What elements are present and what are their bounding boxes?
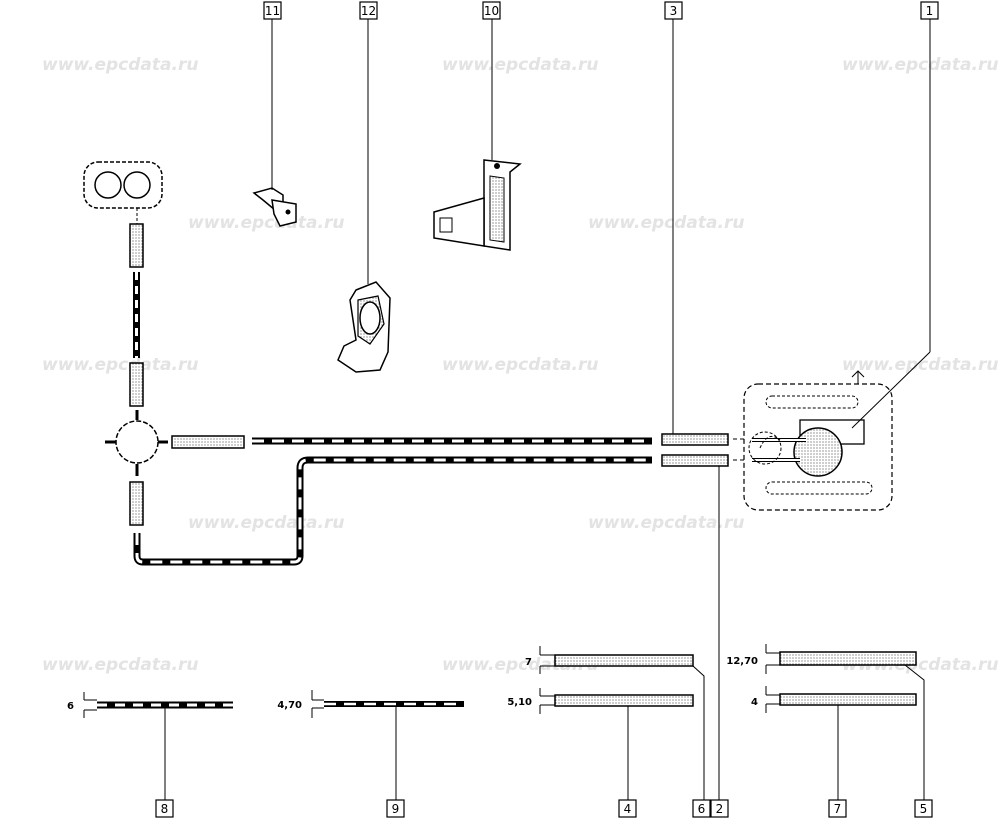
svg-text:5,10: 5,10 [507, 697, 532, 708]
svg-text:12,70: 12,70 [726, 656, 758, 667]
sleeve-sample-4[interactable] [554, 694, 694, 707]
pipe-lower[interactable] [133, 456, 652, 566]
callout-5: 5 [914, 799, 933, 818]
sleeve-sample-5[interactable] [779, 651, 917, 666]
hose-clip-12[interactable] [337, 281, 391, 373]
watermark-layer: www.epcdata.ru www.epcdata.ru www.epcdat… [42, 55, 998, 675]
watermark: www.epcdata.ru [188, 513, 344, 533]
svg-text:9: 9 [392, 802, 400, 816]
watermark: www.epcdata.ru [42, 55, 198, 75]
svg-text:11: 11 [265, 4, 280, 18]
callout-9: 9 [386, 799, 405, 818]
watermark: www.epcdata.ru [42, 355, 198, 375]
watermark: www.epcdata.ru [442, 355, 598, 375]
tube-sleeve[interactable] [129, 223, 144, 268]
svg-text:7: 7 [834, 802, 842, 816]
dimension-marker: 12,70 [726, 644, 780, 674]
svg-text:6: 6 [67, 701, 74, 712]
tube-sleeve[interactable] [129, 481, 144, 526]
sleeve-sample-7[interactable] [779, 693, 917, 706]
callout-8: 8 [155, 799, 174, 818]
svg-text:6: 6 [698, 802, 706, 816]
watermark: www.epcdata.ru [588, 513, 744, 533]
callout-12: 12 [359, 1, 378, 20]
watermark: www.epcdata.ru [188, 213, 344, 233]
callout-11: 11 [263, 1, 282, 20]
callout-3: 3 [664, 1, 683, 20]
tube-sleeve[interactable] [129, 362, 144, 407]
tube-sleeve[interactable] [171, 435, 245, 449]
svg-text:4,70: 4,70 [277, 700, 302, 711]
svg-text:10: 10 [484, 4, 499, 18]
watermark: www.epcdata.ru [42, 655, 198, 675]
callout-1: 1 [920, 1, 939, 20]
dimension-marker: 4,70 [277, 690, 324, 718]
watermark: www.epcdata.ru [842, 355, 998, 375]
svg-text:4: 4 [624, 802, 632, 816]
reservoir-unit[interactable] [83, 161, 163, 209]
svg-text:1: 1 [926, 4, 934, 18]
clip-bracket-11[interactable] [252, 187, 297, 227]
svg-text:5: 5 [920, 802, 928, 816]
watermark: www.epcdata.ru [842, 55, 998, 75]
callout-4: 4 [618, 799, 637, 818]
tube-sleeve-3[interactable] [661, 433, 729, 446]
callout-7: 7 [828, 799, 847, 818]
callout-6: 6 [692, 799, 711, 818]
svg-text:3: 3 [670, 4, 678, 18]
callout-2: 2 [710, 799, 729, 818]
svg-text:8: 8 [161, 802, 169, 816]
mounting-bracket-10[interactable] [433, 159, 522, 251]
dimension-marker: 6 [67, 692, 97, 718]
sleeve-sample-6[interactable] [554, 654, 694, 667]
dimension-marker: 7 [525, 646, 555, 674]
callout-10: 10 [482, 1, 501, 20]
washer-pump-assembly[interactable] [743, 370, 893, 511]
dimension-marker: 5,10 [507, 688, 555, 714]
four-way-junction[interactable] [105, 410, 168, 476]
svg-text:4: 4 [751, 697, 758, 708]
watermark: www.epcdata.ru [588, 213, 744, 233]
watermark: www.epcdata.ru [442, 55, 598, 75]
dimension-marker: 4 [751, 686, 780, 713]
svg-text:12: 12 [361, 4, 376, 18]
svg-text:2: 2 [716, 802, 724, 816]
svg-text:7: 7 [525, 657, 532, 668]
tube-sleeve-2[interactable] [661, 454, 729, 467]
